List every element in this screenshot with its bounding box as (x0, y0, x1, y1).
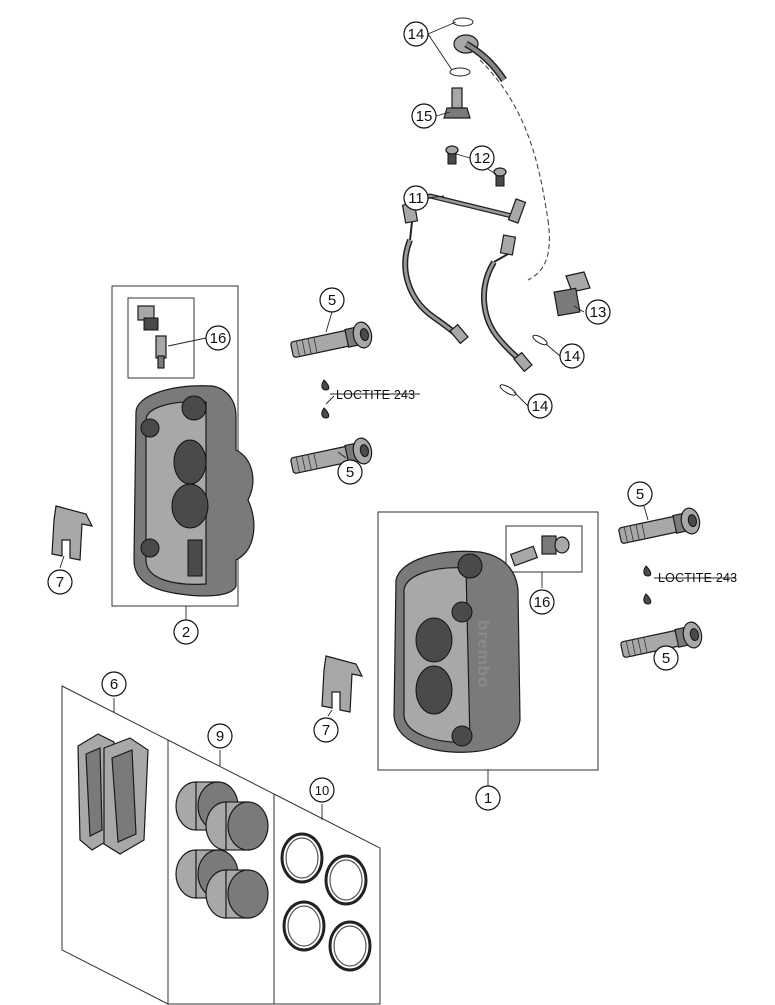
seal-ring-icon (324, 854, 368, 906)
callout-5-d: 5 (653, 645, 679, 671)
svg-text:12: 12 (474, 150, 491, 167)
callout-11: 11 (403, 185, 429, 211)
hose-adapter-icon (553, 271, 591, 317)
loctite-note-upper: LOCTITE 243 (336, 388, 415, 402)
bleed-valve-icon (509, 535, 570, 567)
svg-text:9: 9 (216, 728, 224, 745)
svg-text:16: 16 (210, 330, 227, 347)
callout-5-b: 5 (337, 459, 363, 485)
sealing-washer-icon (499, 384, 517, 396)
left-caliper-frame (111, 285, 239, 607)
svg-text:5: 5 (662, 650, 670, 667)
callout-12: 12 (469, 145, 495, 171)
sealing-washer-icon (449, 67, 471, 77)
pad-spring-icon (51, 505, 94, 561)
brake-line-distributor-icon (401, 193, 527, 263)
svg-text:5: 5 (636, 486, 644, 503)
seal-ring-icon (280, 832, 324, 884)
seal-ring-icon (282, 900, 326, 952)
screw-icon (445, 145, 459, 165)
svg-text:15: 15 (416, 108, 433, 125)
caliper-bolt-icon (616, 505, 703, 550)
svg-text:1: 1 (484, 790, 492, 807)
callout-15: 15 (411, 103, 437, 129)
loctite-note-lower: LOCTITE 243 (658, 571, 737, 585)
piston-icon (205, 869, 269, 919)
screw-icon (493, 167, 507, 187)
left-bleed-valve-frame (127, 297, 195, 379)
piston-icon (205, 801, 269, 851)
callout-5-a: 5 (319, 287, 345, 313)
left-caliper-group (111, 285, 255, 620)
caliper-bolt-icon (288, 319, 375, 364)
sealing-washer-icon (532, 334, 548, 346)
callout-7-left: 7 (47, 569, 73, 595)
thread-locker-drop-icon (321, 379, 330, 391)
brand-mark: brembo (474, 620, 493, 688)
callout-2: 2 (173, 619, 199, 645)
thread-locker-drop-icon (643, 593, 652, 605)
svg-text:2: 2 (182, 624, 190, 641)
svg-text:14: 14 (532, 398, 549, 415)
svg-text:7: 7 (56, 574, 64, 591)
svg-text:14: 14 (408, 26, 425, 43)
brake-line-assembly (401, 17, 591, 396)
svg-text:13: 13 (590, 304, 607, 321)
callout-7-mid: 7 (313, 717, 339, 743)
bleed-valve-icon (137, 305, 167, 369)
callout-14-low: 14 (527, 393, 553, 419)
callout-14-top: 14 (403, 21, 429, 47)
svg-text:5: 5 (328, 292, 336, 309)
brake-caliper-icon: brembo (393, 550, 521, 753)
callout-1: 1 (475, 785, 501, 811)
callout-16-left: 16 (205, 325, 231, 351)
svg-text:10: 10 (315, 783, 329, 798)
thread-locker-drop-icon (643, 565, 652, 577)
svg-text:6: 6 (110, 676, 118, 693)
brake-caliper-icon (133, 385, 255, 597)
right-caliper-group: brembo (377, 511, 599, 786)
right-bleed-valve-frame (505, 525, 583, 573)
sealing-washer-icon (452, 17, 474, 27)
svg-text:7: 7 (322, 722, 330, 739)
banjo-bolt-icon (443, 87, 471, 119)
callout-13: 13 (585, 299, 611, 325)
callout-10: 10 (309, 777, 335, 803)
callout-5-c: 5 (627, 481, 653, 507)
thread-locker-drop-icon (321, 407, 330, 419)
svg-text:11: 11 (408, 190, 424, 207)
seal-ring-icon (328, 920, 372, 972)
callout-9: 9 (207, 723, 233, 749)
kit-panel (61, 685, 381, 1005)
pad-spring-icon (321, 655, 364, 713)
callout-14-mid: 14 (559, 343, 585, 369)
callout-16-right: 16 (529, 589, 555, 615)
svg-text:16: 16 (534, 594, 551, 611)
callout-6: 6 (101, 671, 127, 697)
brake-pad-icon (103, 737, 149, 855)
svg-text:14: 14 (564, 348, 581, 365)
svg-text:5: 5 (346, 464, 354, 481)
